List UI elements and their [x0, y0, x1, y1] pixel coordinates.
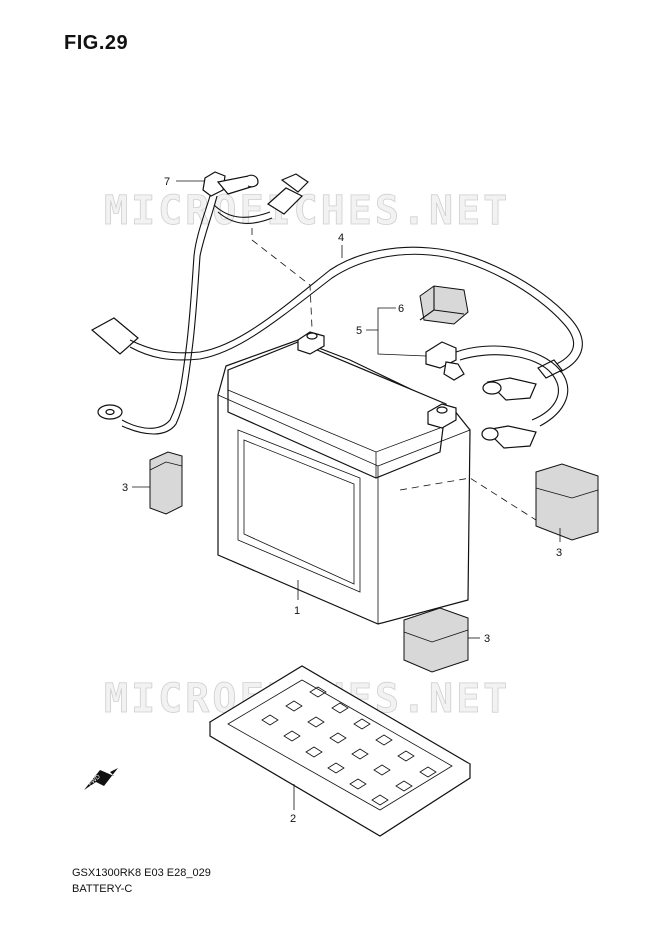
callout-3-right: 3	[556, 547, 562, 559]
part-7-guide-line	[251, 228, 313, 329]
figure-code: GSX1300RK8 E03 E28_029	[72, 867, 211, 879]
part-3-pad-right	[535, 463, 599, 541]
callout-7: 7	[164, 176, 170, 188]
part-6-terminal-cap	[419, 285, 469, 325]
part-2-battery-tray	[208, 665, 472, 837]
callout-4: 4	[338, 232, 344, 244]
callout-6: 6	[398, 303, 404, 315]
callout-1: 1	[294, 605, 300, 617]
callout-2: 2	[290, 813, 296, 825]
part-3-pad-bottom	[403, 607, 469, 673]
part-3-pad-left	[149, 451, 183, 515]
watermark-top: MICROFICHES.NET	[104, 188, 510, 234]
figure-name: BATTERY-C	[72, 883, 133, 895]
part-3-guide-line	[399, 477, 537, 521]
part-4-cable	[90, 246, 583, 401]
callout-3-bottom: 3	[484, 633, 490, 645]
callout-3-left: 3	[122, 482, 128, 494]
figure-title: FIG.29	[64, 32, 129, 54]
part-5-terminal-cable	[425, 341, 569, 449]
callout-leaders	[132, 180, 561, 810]
fwd-arrow-icon: FWD	[84, 768, 118, 790]
part-7-wire-harness	[97, 171, 309, 435]
callout-5: 5	[356, 325, 362, 337]
part-1-battery	[217, 331, 471, 625]
